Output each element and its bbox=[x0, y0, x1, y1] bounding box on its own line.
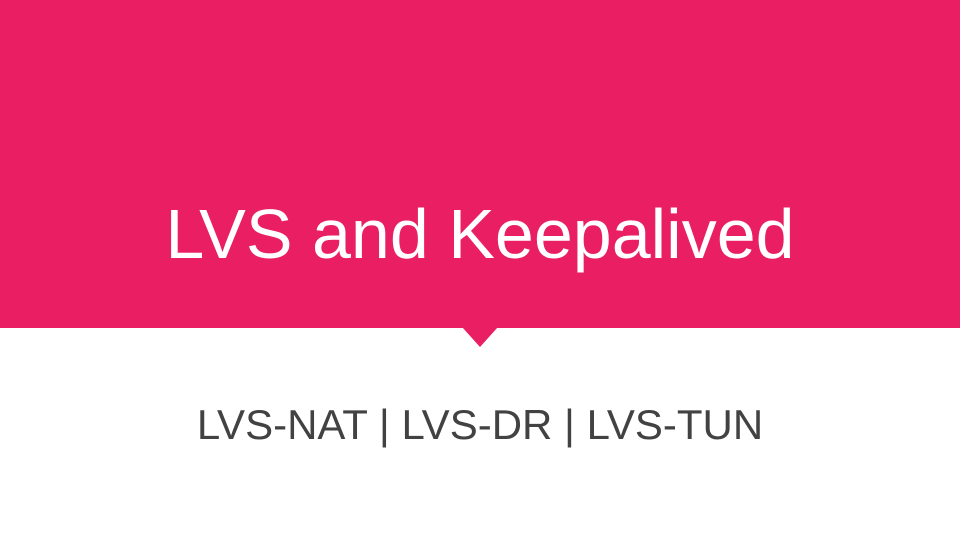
slide-subtitle: LVS-NAT | LVS-DR | LVS-TUN bbox=[196, 401, 764, 448]
title-banner: LVS and Keepalived bbox=[0, 0, 960, 328]
banner-pointer-arrow bbox=[462, 327, 498, 347]
slide-title: LVS and Keepalived bbox=[165, 195, 795, 273]
